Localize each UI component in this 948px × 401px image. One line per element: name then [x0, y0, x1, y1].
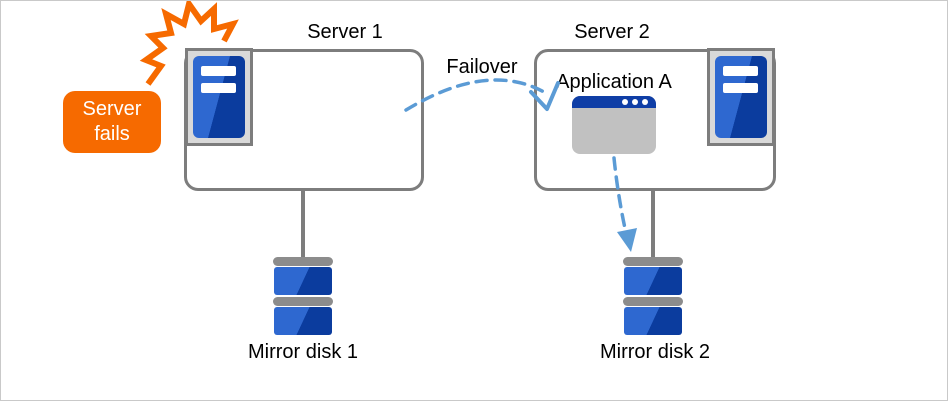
application-a-label: Application A — [556, 71, 672, 93]
disk-bar — [623, 257, 683, 266]
disk-bar — [273, 297, 333, 306]
server-tower-icon — [715, 56, 767, 138]
window-titlebar — [572, 96, 656, 108]
window-dot — [642, 99, 648, 105]
failover-arrow — [404, 78, 546, 112]
app-window-icon — [572, 96, 656, 154]
disk-bar — [273, 257, 333, 266]
disk-platter — [274, 267, 332, 295]
server-fails-label: Server fails — [82, 98, 142, 145]
server2-server-icon-frame — [707, 48, 775, 146]
disk-bar — [623, 297, 683, 306]
mirror-disk2-icon — [623, 257, 683, 335]
disk-platter — [274, 307, 332, 335]
server1-title: Server 1 — [307, 21, 383, 43]
tower-slot — [201, 66, 236, 76]
server1-server-icon-frame — [185, 48, 253, 146]
app-to-disk-arrowhead — [617, 228, 637, 252]
mirror-disk1-label: Mirror disk 1 — [247, 341, 359, 363]
mirror-disk2-label: Mirror disk 2 — [599, 341, 711, 363]
failover-label: Failover — [446, 56, 518, 78]
server-fails-callout: Server fails — [63, 91, 161, 153]
tower-slot — [201, 83, 236, 93]
tower-slot — [723, 83, 758, 93]
disk-platter — [624, 307, 682, 335]
server2-title: Server 2 — [574, 21, 650, 43]
window-dot — [622, 99, 628, 105]
disk-platter — [624, 267, 682, 295]
tower-slot — [723, 66, 758, 76]
server-tower-icon — [193, 56, 245, 138]
window-dot — [632, 99, 638, 105]
mirror-disk1-icon — [273, 257, 333, 335]
